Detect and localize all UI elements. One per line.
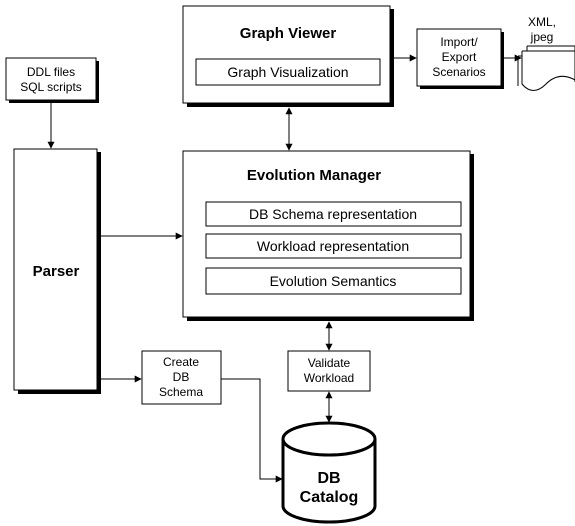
import-export-line2: Export — [442, 50, 477, 64]
create-schema-line2: DB — [173, 370, 190, 384]
ddl-input-box: DDL files SQL scripts — [5, 57, 99, 103]
ddl-input-line2: SQL scripts — [20, 80, 82, 94]
evolution-manager-box: Evolution Manager DB Schema representati… — [182, 150, 474, 321]
db-schema-representation-module — [205, 201, 462, 227]
validate-workload-line1: Validate — [308, 356, 351, 370]
graph-viewer-box: Graph Viewer Graph Visualization — [182, 5, 394, 107]
import-export-box: Import/ Export Scenarios — [416, 28, 504, 89]
validate-workload-line2: Workload — [304, 371, 354, 385]
parser-label: Parser — [33, 263, 80, 280]
import-export-line3: Scenarios — [432, 65, 485, 79]
evolution-manager-title: Evolution Manager — [247, 167, 381, 184]
create-schema-line1: Create — [163, 355, 199, 369]
graph-viewer-title: Graph Viewer — [240, 25, 337, 42]
validate-workload-box: Validate Workload — [287, 350, 371, 392]
arrow-create-schema-to-catalog — [221, 378, 283, 483]
create-db-schema-box: Create DB Schema — [141, 350, 222, 405]
evolution-semantics-module — [205, 267, 462, 295]
db-catalog-line1: DB — [317, 470, 340, 487]
graph-visualization-module — [195, 58, 381, 86]
graph-visualization-label: Graph Visualization — [227, 64, 348, 80]
output-line2: jpeg — [530, 30, 554, 44]
output-document-icon: XML, jpeg — [517, 15, 575, 91]
db-catalog-cylinder: DB Catalog — [281, 421, 377, 524]
create-schema-line3: Schema — [159, 385, 203, 399]
connectors — [47, 54, 522, 483]
db-schema-representation-label: DB Schema representation — [249, 206, 417, 222]
db-catalog-line2: Catalog — [300, 489, 359, 506]
parser-box: Parser — [13, 148, 101, 394]
workload-representation-label: Workload representation — [257, 238, 409, 254]
ddl-input-line1: DDL files — [27, 65, 75, 79]
output-line1: XML, — [528, 15, 556, 29]
evolution-semantics-label: Evolution Semantics — [270, 273, 397, 289]
import-export-line1: Import/ — [440, 35, 478, 49]
workload-representation-module — [205, 233, 462, 259]
